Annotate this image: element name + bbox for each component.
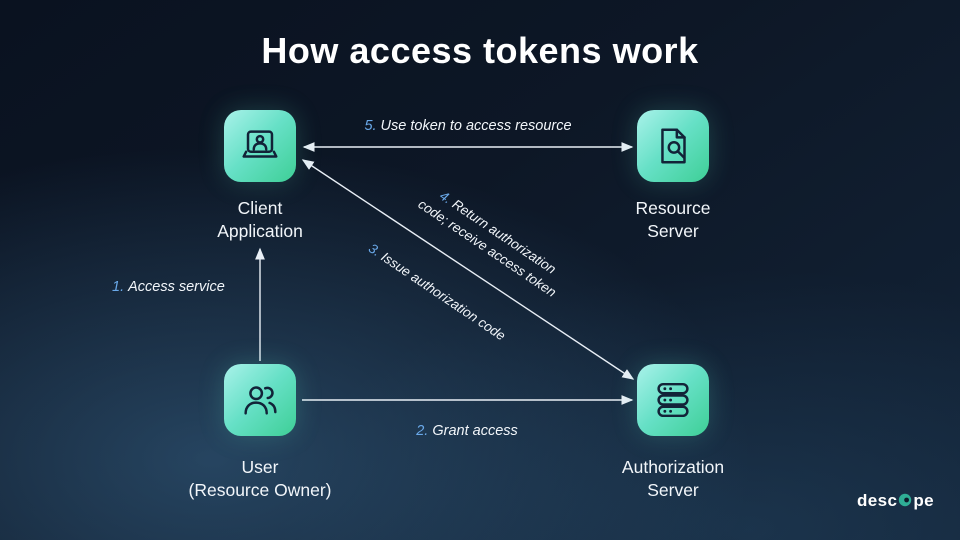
laptop-user-icon bbox=[242, 130, 278, 158]
client-application-icon bbox=[224, 110, 296, 182]
step2-label: 2.Grant access bbox=[416, 423, 518, 439]
user-icon-tile bbox=[224, 364, 296, 436]
arrow-step3-4 bbox=[301, 159, 635, 380]
authorization-server-label: Authorization Server bbox=[621, 457, 725, 501]
descope-logo: desc pe bbox=[857, 491, 934, 512]
users-icon bbox=[244, 386, 277, 415]
step1-number: 1. bbox=[112, 279, 125, 295]
document-search-icon bbox=[661, 128, 686, 164]
authorization-server-icon bbox=[637, 364, 709, 436]
descope-o-icon bbox=[898, 492, 912, 512]
resource-server-label: Resource Server bbox=[635, 198, 711, 242]
step2-number: 2. bbox=[416, 423, 429, 439]
server-stack-icon bbox=[657, 382, 689, 418]
resource-server-icon bbox=[637, 110, 709, 182]
user-label: User (Resource Owner) bbox=[188, 457, 332, 501]
step1-label: 1.Access service bbox=[112, 279, 225, 295]
step5-label: 5.Use token to access resource bbox=[364, 118, 572, 134]
page-title: How access tokens work bbox=[261, 30, 699, 71]
step5-number: 5. bbox=[364, 118, 377, 134]
client-application-label: Client Application bbox=[217, 198, 303, 242]
